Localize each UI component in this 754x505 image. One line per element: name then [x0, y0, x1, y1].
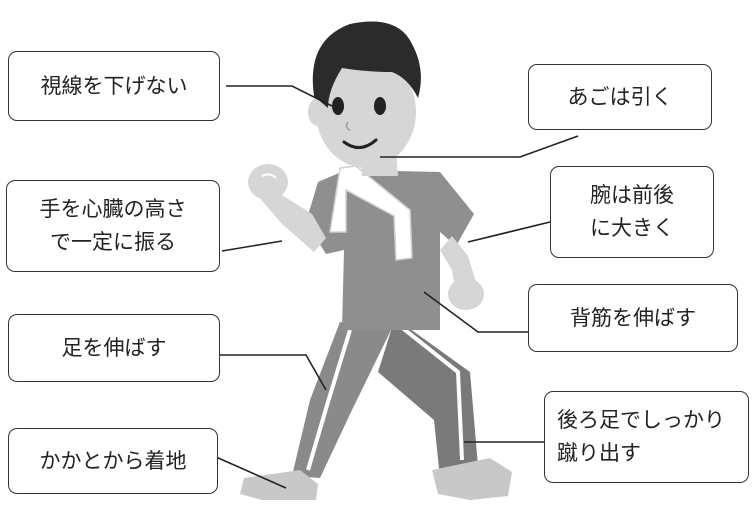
callout-gaze-text: 視線を下げない — [40, 73, 188, 98]
front-fist — [248, 164, 288, 200]
leader-chin — [380, 135, 579, 158]
right-eye — [374, 97, 386, 115]
leader-hands — [221, 240, 283, 252]
back-fist — [448, 278, 484, 310]
leader-back — [423, 291, 528, 333]
left-eye — [332, 97, 344, 115]
callout-push: 後ろ足でしっかり 蹴り出す — [544, 391, 749, 483]
back-leg-stripe — [398, 324, 464, 461]
callout-legs: 足を伸ばす — [8, 314, 220, 382]
back-shoe — [432, 458, 512, 500]
callout-legs-text: 足を伸ばす — [61, 335, 167, 360]
leader-gaze — [226, 85, 333, 107]
front-arm — [258, 190, 326, 252]
callout-back-text: 背筋を伸ばす — [570, 305, 696, 330]
callout-back: 背筋を伸ばす — [528, 284, 738, 352]
callout-heel: かかとから着地 — [8, 428, 218, 494]
callout-gaze: 視線を下げない — [8, 51, 220, 121]
face — [316, 56, 416, 168]
ear — [308, 98, 328, 126]
callout-hands-line2: で一定に振る — [50, 230, 176, 254]
front-leg-stripe — [306, 329, 352, 471]
leader-lines — [215, 85, 579, 489]
hair — [312, 21, 421, 108]
mouth — [342, 138, 378, 149]
callout-arms: 腕は前後 に大きく — [550, 166, 714, 258]
back-leg — [378, 318, 478, 478]
towel — [329, 165, 413, 261]
callout-push-line2: 蹴り出す — [557, 441, 641, 465]
callout-push-line1: 後ろ足でしっかり — [557, 408, 725, 433]
callout-chin-text: あごは引く — [567, 84, 673, 109]
callout-hands: 手を心臓の高さ で一定に振る — [6, 180, 220, 272]
leader-arms — [467, 221, 551, 243]
callout-heel-text: かかとから着地 — [39, 448, 187, 473]
callout-hands-line1: 手を心臓の高さ — [39, 197, 187, 222]
callout-chin: あごは引く — [528, 64, 712, 130]
shirt — [306, 170, 474, 330]
callout-arms-line1: 腕は前後 — [590, 183, 674, 208]
leader-legs — [220, 354, 327, 391]
leader-heel — [215, 456, 287, 489]
front-leg — [292, 322, 392, 478]
callout-arms-line2: に大きく — [590, 216, 674, 240]
